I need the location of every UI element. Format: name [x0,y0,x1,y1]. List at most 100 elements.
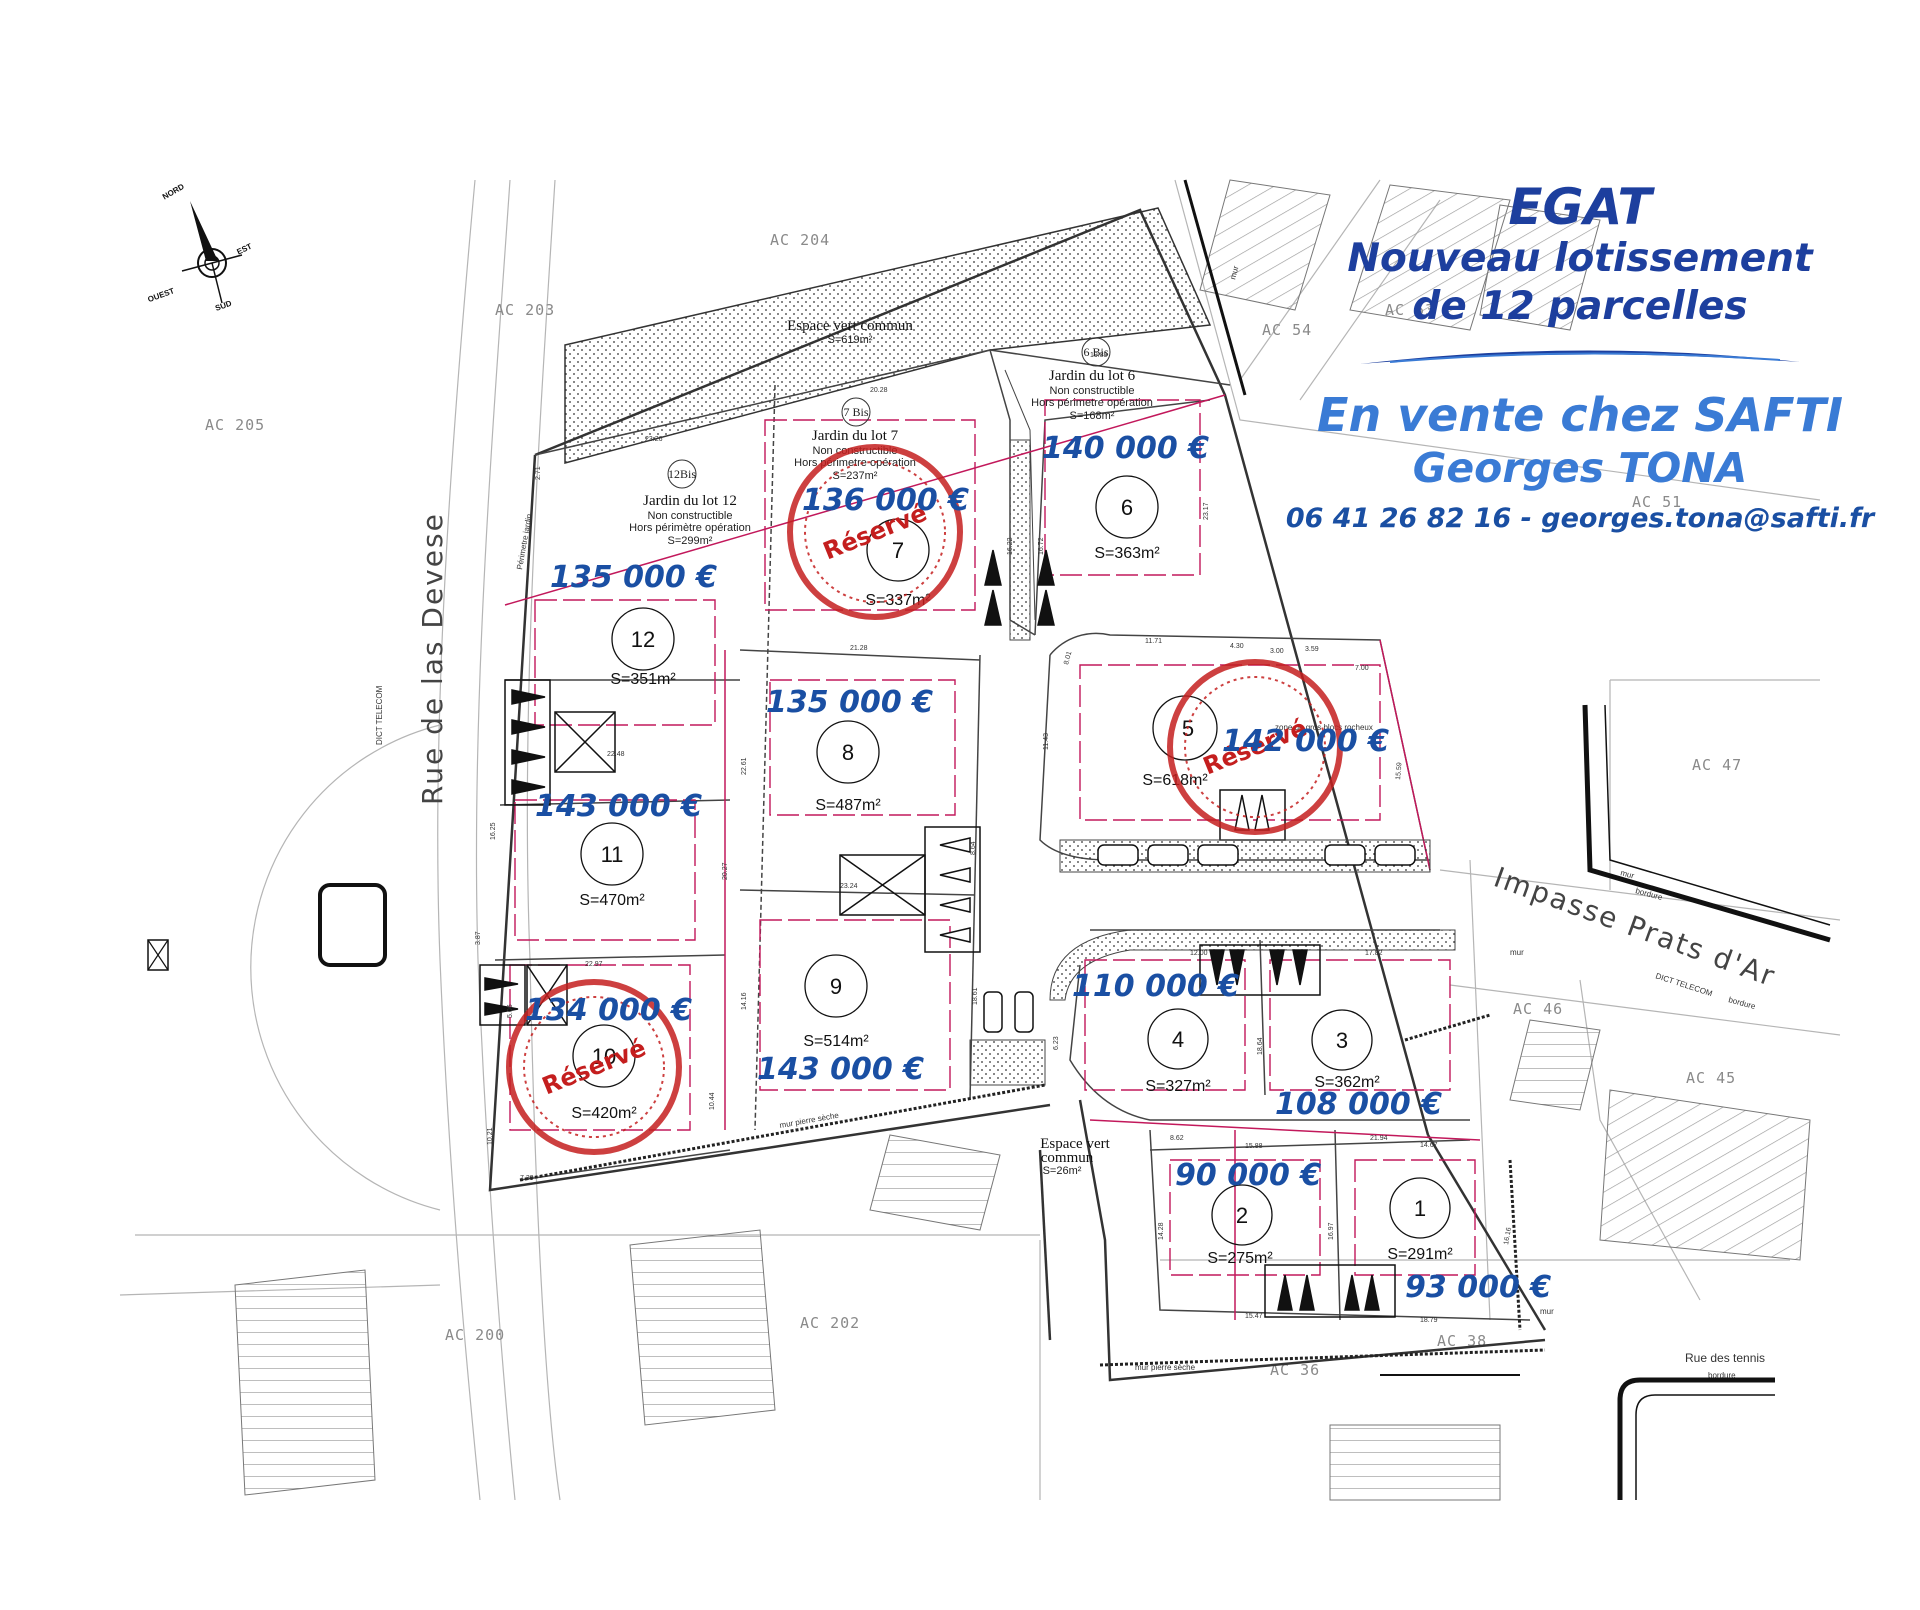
lot-1-surface: S=291m² [1387,1246,1453,1263]
dim-0: 23.26 [645,436,663,443]
lot-5-price: 142 000 € [1222,724,1389,759]
lot-11[interactable]: 11 S=470m² [579,822,645,909]
cadastre-ac202: AC 202 [800,1314,860,1332]
garden-12bis: 12Bis Jardin du lot 12 Non constructible… [629,459,751,547]
garden-7bis-title: Jardin du lot 7 [812,428,899,444]
dim-30: 11.43 [1043,733,1050,750]
dim-29: 15.59 [1395,762,1404,780]
dim-7: 23.24 [840,883,858,890]
label-dict-telecom-2: DICT TELECOM [375,685,384,745]
headline-panel: EGAT Nouveau lotissement de 12 parcelles… [1240,180,1920,539]
dim-1: 20.28 [870,387,888,394]
lot-3-surface: S=362m² [1314,1074,1380,1091]
cadastre-ac53: AC 53 [1385,301,1435,319]
lot-6-marker [1095,475,1159,539]
lot-8[interactable]: 8 S=487m² [815,720,881,814]
lot-6-surface: S=363m² [1094,545,1160,562]
compass-west: OUEST [147,286,176,304]
label-mur-3: mur [1619,868,1635,880]
lot-8-marker [816,720,880,784]
lot-9-price: 143 000 € [757,1052,924,1087]
lot-9-marker [804,954,868,1018]
dim-35: 10.44 [709,1092,716,1110]
dim-18: 8.62 [1170,1135,1184,1142]
lot-2-surface: S=275m² [1207,1250,1273,1267]
compass-north: NORD [161,182,186,202]
lot-9[interactable]: 9 S=514m² [803,954,869,1050]
dim-32: 16.72 [1038,537,1045,555]
lot-4-price: 110 000 € [1072,969,1239,1004]
lot-2-number: 2 [1236,1203,1248,1228]
lot-6[interactable]: 6 S=363m² [1094,475,1160,562]
lot-2[interactable]: 2 S=275m² [1207,1184,1273,1267]
headline-subtitle-line2: de 12 parcelles [1412,283,1748,329]
dim-19: 21.94 [1370,1135,1388,1142]
dim-3: 22.48 [607,751,625,758]
lot-2-price: 90 000 € [1175,1158,1321,1193]
label-bordure-3: bordure [1708,1371,1736,1380]
headline-agent-name[interactable]: Georges TONA [1412,444,1748,493]
common-path [1009,439,1031,641]
lot-8-number: 8 [842,740,854,765]
lot-10-surface: S=420m² [571,1105,637,1122]
label-rocky-zone: zone de gros blocs rocheux [1275,723,1373,732]
cadastre-ac36: AC 36 [1270,1361,1320,1379]
lot-10-marker [572,1024,636,1088]
cadastre-ac51: AC 51 [1632,493,1682,511]
lot-1[interactable]: 1 S=291m² [1387,1177,1453,1263]
garden-6bis-surface: S=168m² [1070,410,1115,422]
label-bordure-2: bordure [1727,995,1756,1011]
lot-12-surface: S=351m² [610,671,676,688]
dim-4: 21.28 [850,645,868,652]
lot-1-price: 93 000 € [1405,1270,1551,1305]
dim-40: 5.06 [507,1004,514,1018]
label-perimetre-jardin: Périmetre jardin [515,513,534,570]
common-green-space-title: Espace vert commun [787,318,913,334]
lot-4[interactable]: 4 S=327m² [1145,1008,1211,1095]
dim-31: 23.17 [1203,502,1210,520]
dim-22: 18.79 [1420,1317,1438,1324]
common-green-space [564,207,1212,464]
dim-21: 15.47 [1245,1313,1263,1320]
road-dotted-entrance [969,1039,1046,1086]
green-space-2-surface: S=26m² [1043,1165,1082,1177]
garden-6bis-id: 6 Bis [1083,345,1108,359]
compass-rose: NORD EST OUEST SUD [147,182,254,313]
dim-20: 14.67 [1420,1142,1438,1149]
cadastre-ac205: AC 205 [205,416,265,434]
lot-9-number: 9 [830,974,842,999]
price-lines [504,394,1481,1320]
parked-cars [983,844,1416,1033]
headline-swoosh [1360,350,1800,365]
garden-6bis-title: Jardin du lot 6 [1049,368,1136,384]
lot-4-marker [1147,1008,1209,1070]
garden-7bis-id: 7 Bis [843,405,868,419]
lot-10[interactable]: 10 S=420m² [571,1024,637,1122]
common-green-space-surface: S=619m² [828,334,873,346]
dim-34: 8.64 [970,841,977,855]
dim-17: 15.88 [1245,1143,1263,1150]
lot-3-number: 3 [1336,1028,1348,1053]
dim-13: 7.00 [1355,665,1369,672]
garden-7bis: 7 Bis Jardin du lot 7 Non constructible … [794,397,916,482]
dim-5: 22.61 [741,757,748,775]
dim-25: 16.16 [1503,1227,1513,1246]
lot-11-number: 11 [601,842,624,867]
dim-15: 12.00 [1190,950,1208,957]
lot-12[interactable]: 12 S=351m² [610,607,676,688]
lot-2-marker [1211,1184,1273,1246]
street-impasse-prats: Impasse Prats d'Ar [1490,861,1781,994]
lot-3[interactable]: 3 S=362m² [1311,1009,1380,1091]
headline-contact[interactable]: 06 41 26 82 16 - georges.tona@safti.fr [1285,502,1875,534]
label-mur-pierre-seche-1: mur pierre sèche [779,1111,840,1130]
headline-sale-line: En vente chez SAFTI [1317,388,1843,443]
lot-12-price: 135 000 € [550,560,717,595]
dim-16: 18.64 [1257,1037,1264,1055]
lot-1-marker [1389,1177,1451,1239]
green-space-2-title2: commun [1041,1150,1094,1166]
headline-subtitle-line1: Nouveau lotissement [1347,236,1813,281]
garden-12bis-line2: Hors périmètre opération [629,522,751,534]
cadastre-ac46: AC 46 [1513,1000,1563,1018]
dim-23: 16.97 [1328,1222,1335,1240]
dim-9: 11.71 [1145,638,1162,645]
